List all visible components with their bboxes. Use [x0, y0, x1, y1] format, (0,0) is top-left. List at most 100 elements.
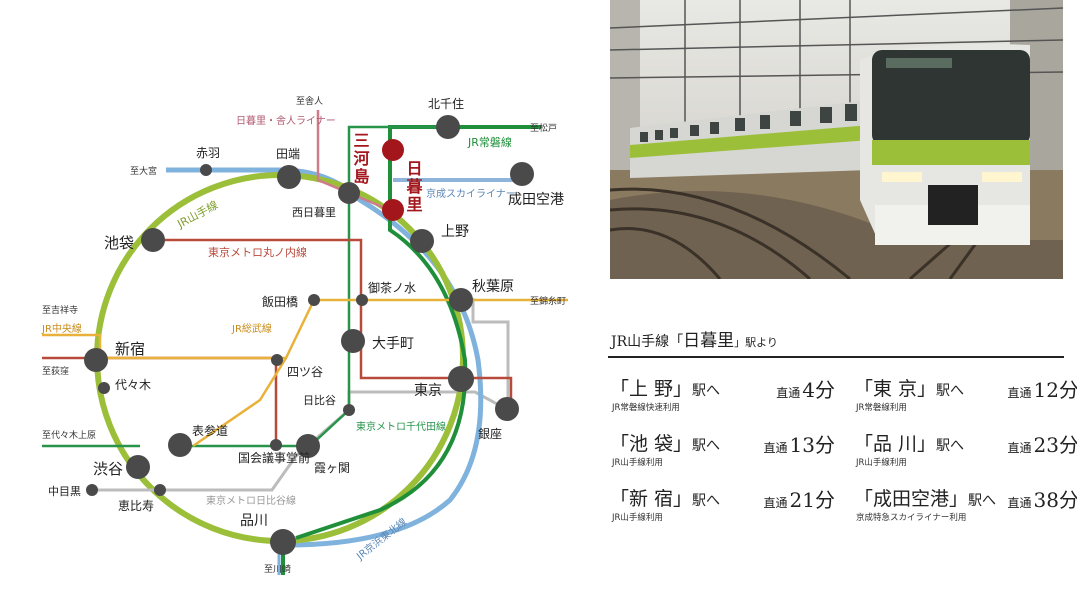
- label-hibiya-line: 東京メトロ日比谷線: [206, 494, 296, 507]
- label-nippori: 日暮里: [404, 160, 424, 214]
- station-nakameguro: [86, 484, 98, 496]
- station-iidabashi: [308, 294, 320, 306]
- route-dest: 「上 野」駅へ: [610, 378, 721, 400]
- station-kasumigaseki: [296, 434, 320, 458]
- station-ochanomizu: [356, 294, 368, 306]
- route-dest: 「東 京」駅へ: [854, 378, 965, 400]
- station-shinagawa: [270, 529, 296, 555]
- route-dest: 「品 川」駅へ: [854, 433, 965, 455]
- station-tokyo: [448, 366, 474, 392]
- station-ueno: [410, 229, 434, 253]
- station-kokkai: [270, 439, 282, 451]
- dir-toneri: 至舎人: [296, 96, 323, 107]
- stations: [84, 115, 534, 555]
- label-kitasenju: 北千住: [428, 97, 464, 111]
- station-akabane: [200, 164, 212, 176]
- label-iidabashi: 飯田橋: [262, 294, 298, 309]
- label-shinjuku: 新宿: [115, 340, 145, 358]
- station-ikebukuro: [141, 228, 165, 252]
- label-tokyo: 東京: [414, 383, 442, 399]
- station-ebisu: [154, 484, 166, 496]
- train-photo: [610, 0, 1063, 279]
- dir-ogikubo: 至荻窪: [42, 365, 69, 377]
- route-dest: 「池 袋」駅へ: [610, 433, 721, 455]
- label-ikebukuro: 池袋: [104, 234, 134, 252]
- station-akihabara: [449, 288, 473, 312]
- station-ginza: [495, 397, 519, 421]
- station-yotsuya: [271, 354, 283, 366]
- station-shibuya: [126, 455, 150, 479]
- station-otemachi: [341, 329, 365, 353]
- label-sobu: JR総武線: [231, 322, 272, 335]
- route-note: JR常磐線利用: [856, 403, 907, 413]
- dir-omiya: 至大宮: [130, 165, 157, 177]
- label-shibuya: 渋谷: [93, 460, 123, 478]
- route-note: JR山手線利用: [612, 458, 663, 468]
- label-yotsuya: 四ツ谷: [287, 365, 323, 379]
- label-kasumigaseki: 霞ヶ関: [314, 461, 350, 475]
- route-note: JR常磐線快速利用: [612, 403, 680, 413]
- label-shinagawa: 品川: [240, 513, 268, 529]
- label-narita: 成田空港: [508, 192, 564, 208]
- station-yoyogi: [98, 382, 110, 394]
- info-divider: [608, 356, 1064, 358]
- info-prefix: JR山手線「: [611, 334, 684, 350]
- dir-kichijoji: 至吉祥寺: [42, 304, 78, 316]
- station-tabata: [277, 165, 301, 189]
- dir-kawasaki: 至川崎: [264, 563, 291, 575]
- label-tabata: 田端: [276, 147, 300, 161]
- info-station: 日暮里: [683, 331, 735, 351]
- dir-matsudo: 至松戸: [530, 122, 557, 134]
- label-toei: 日暮里・舎人ライナー: [236, 114, 336, 127]
- label-akihabara: 秋葉原: [472, 279, 514, 295]
- route-dest: 「新 宿」駅へ: [610, 488, 721, 510]
- label-ochanomizu: 御茶ノ水: [368, 280, 416, 295]
- dir-yoyogiuehara: 至代々木上原: [42, 429, 96, 441]
- label-chiyoda: 東京メトロ千代田線: [356, 420, 446, 433]
- label-hibiya: 日比谷: [303, 394, 336, 407]
- info-heading: JR山手線「日暮里」駅より: [611, 326, 778, 351]
- route-note: 京成特急スカイライナー利用: [856, 513, 967, 523]
- toei-liner: [316, 110, 393, 213]
- label-marunouchi: 東京メトロ丸ノ内線: [208, 245, 307, 259]
- label-akabane: 赤羽: [196, 146, 220, 160]
- route-note: JR山手線利用: [612, 513, 663, 523]
- route-dest: 「成田空港」駅へ: [854, 488, 997, 510]
- label-nakameguro: 中目黒: [48, 485, 81, 498]
- station-mikawashima: [382, 139, 404, 161]
- label-ueno: 上野: [441, 224, 469, 240]
- label-chuo: JR中央線: [41, 322, 82, 335]
- route-map: 池袋 田端 赤羽 北千住 西日暮里 上野 秋葉原 飯田橋 御茶ノ水 大手町 東京…: [41, 96, 568, 575]
- station-hibiya: [343, 404, 355, 416]
- station-nishinippori: [338, 182, 360, 204]
- station-nippori: [382, 199, 404, 221]
- station-shinjuku: [84, 348, 108, 372]
- label-ebisu: 恵比寿: [118, 499, 154, 513]
- label-keisei: 京成スカイライナー: [426, 187, 516, 200]
- dir-kinshicho: 至錦糸町: [530, 295, 566, 307]
- info-suffix: 」駅より: [734, 336, 778, 349]
- station-kitasenju: [436, 115, 460, 139]
- label-nishinippori: 西日暮里: [292, 205, 336, 219]
- route-note: JR山手線利用: [856, 458, 907, 468]
- station-narita: [510, 162, 534, 186]
- hibiya-line: [160, 298, 510, 492]
- label-omotesando: 表参道: [192, 423, 228, 438]
- label-kokkai: 国会議事堂前: [238, 450, 310, 465]
- station-omotesando: [168, 433, 192, 457]
- label-mikawashima: 三河島: [351, 132, 370, 186]
- label-joban: JR常磐線: [467, 135, 512, 149]
- chuo-sobu-branch: [192, 357, 288, 448]
